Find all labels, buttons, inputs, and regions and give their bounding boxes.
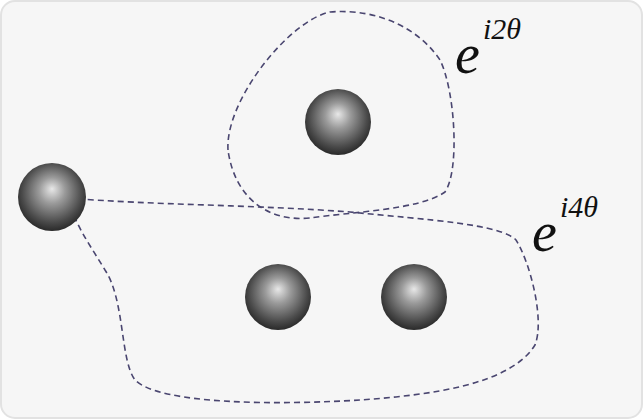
phase-exponent: i2θ [482,14,522,44]
dashed-loop [228,12,454,219]
phase-exponent: i4θ [559,192,599,222]
phase-base: e [454,26,481,82]
sphere [18,163,86,231]
phase-base: e [531,204,558,260]
sphere [381,264,447,330]
sphere [305,89,371,155]
sphere [245,264,311,330]
dashed-loop [68,198,538,403]
